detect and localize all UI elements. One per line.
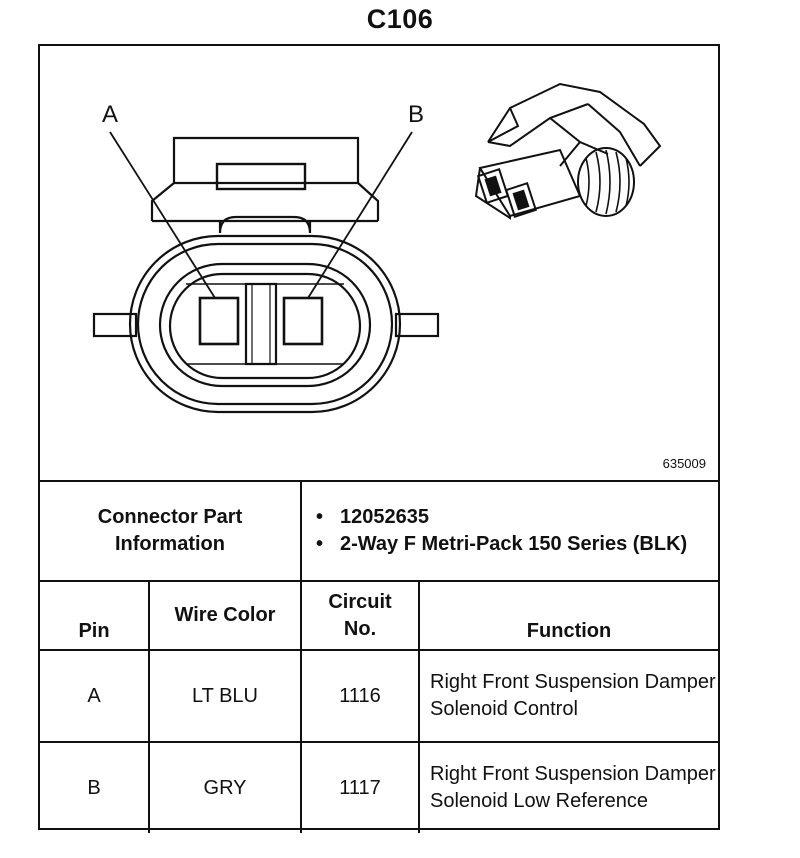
header-wire-color: Wire Color bbox=[147, 580, 303, 651]
connector-title: C106 bbox=[366, 4, 434, 34]
function-cell: Right Front Suspension Damper Solenoid L… bbox=[418, 741, 719, 833]
circuit-cell: 1116 bbox=[300, 649, 421, 743]
pin-cell: A bbox=[40, 649, 150, 743]
connector-diagram: A B bbox=[92, 82, 662, 414]
header-circuit-no: Circuit No. bbox=[300, 580, 421, 651]
connector-isometric-drawing bbox=[474, 82, 662, 220]
function-cell: Right Front Suspension Damper Solenoid C… bbox=[418, 649, 719, 743]
connector-part-info-values: •12052635 •2-Way F Metri-Pack 150 Series… bbox=[300, 480, 719, 582]
table-row: A LT BLU 1116 Right Front Suspension Dam… bbox=[40, 649, 719, 743]
connector-part-info-label: Connector Part Information bbox=[40, 480, 302, 582]
header-function: Function bbox=[418, 580, 719, 651]
pin-b-label: B bbox=[408, 101, 424, 128]
wire-color-cell: LT BLU bbox=[147, 649, 303, 743]
wire-color-cell: GRY bbox=[147, 741, 303, 833]
header-pin: Pin bbox=[40, 580, 150, 651]
circuit-cell: 1117 bbox=[300, 741, 421, 833]
part-number-item: •12052635 bbox=[316, 506, 429, 528]
figure-number: 635009 bbox=[662, 456, 706, 471]
connector-type-item: •2-Way F Metri-Pack 150 Series (BLK) bbox=[316, 533, 688, 555]
connector-part-info-row: Connector Part Information •12052635 •2-… bbox=[40, 480, 719, 582]
table-header-row: Pin Wire Color Circuit No. Function bbox=[40, 580, 719, 651]
connector-face-drawing bbox=[92, 131, 440, 414]
connector-table: Connector Part Information •12052635 •2-… bbox=[40, 480, 719, 833]
pin-cell: B bbox=[40, 741, 150, 833]
pin-a-label: A bbox=[102, 101, 118, 128]
connector-sheet: A B 635009 Connector Part Information bbox=[38, 44, 720, 833]
table-row: B GRY 1117 Right Front Suspension Damper… bbox=[40, 741, 719, 833]
